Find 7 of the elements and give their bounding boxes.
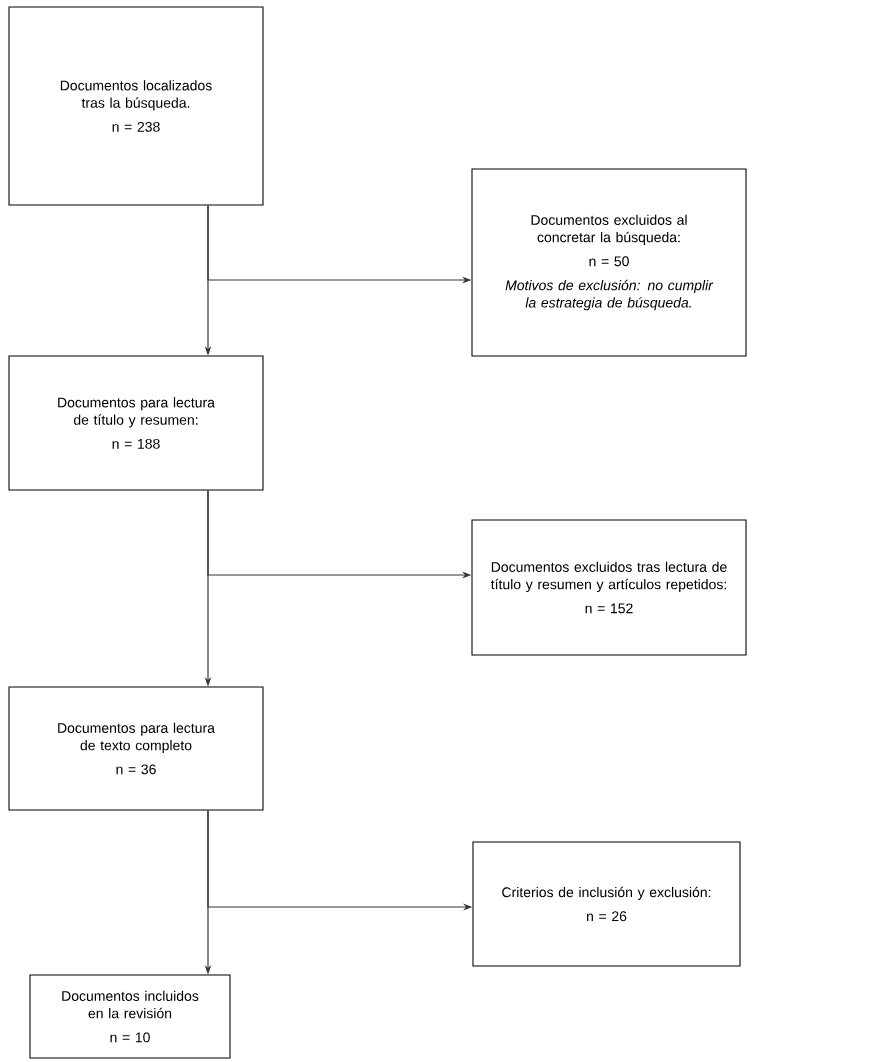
flow-box: Documentos excluidos tras lectura de título y resumen y artículos repetidos: n = 152 [471,519,747,656]
flow-box: Documentos excluidos al concretar la búsqueda: n = 50 Motivos de exclusión: no cumplir la estrategia de búsqueda. [471,168,747,357]
flow-box: Documentos localizados tras la búsqueda. n = 238 [8,6,264,206]
flow-box: Documentos incluidos en la revisión n = 10 [29,974,231,1059]
flow-box: Criterios de inclusión y exclusión: n = 26 [472,841,741,967]
flow-box: Documentos para lectura de título y resumen: n = 188 [8,355,264,491]
flow-box: Documentos para lectura de texto completo n = 36 [8,686,264,811]
